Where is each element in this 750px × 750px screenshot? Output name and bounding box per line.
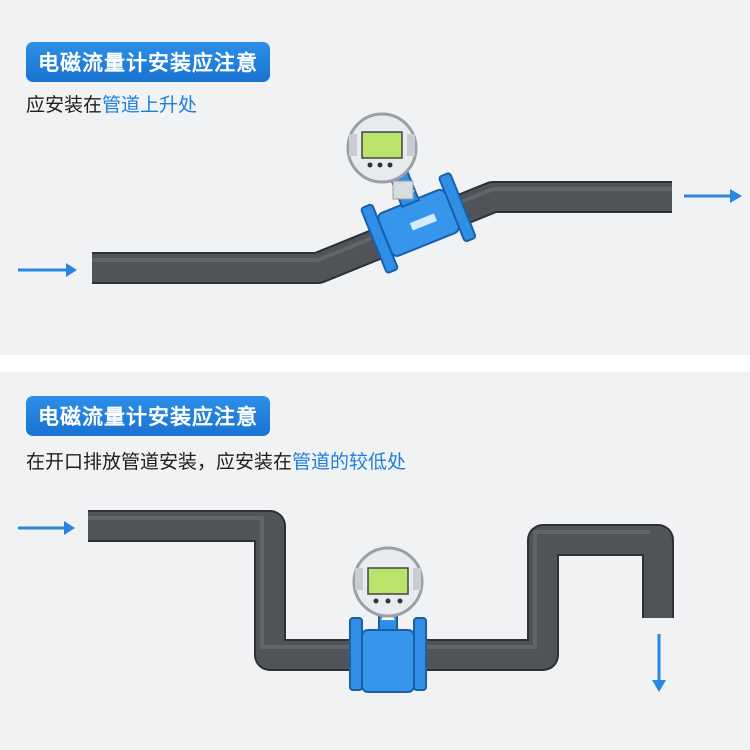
- caption-plain: 应安装在: [26, 94, 103, 116]
- flow-arrow-icon: [18, 521, 75, 535]
- flow-arrow-icon: [684, 189, 742, 203]
- transmitter-head: [346, 112, 418, 200]
- low-point-pipe-diagram: [18, 510, 674, 693]
- panel-bottom-tag: 电磁流量计安装应注意: [26, 396, 270, 436]
- flowmeter-icon: [349, 597, 427, 693]
- panel-bottom-caption: 在开口排放管道安装，应安装在管道的较低处: [26, 447, 406, 474]
- caption-plain: 在开口排放管道安装，应安装在: [26, 451, 293, 473]
- transmitter-head: [352, 546, 424, 618]
- panel-bottom: 电磁流量计安装应注意 在开口排放管道安装，应安装在管道的较低处: [0, 372, 750, 750]
- panel-top-caption: 应安装在管道上升处: [26, 90, 197, 117]
- panel-top-tag: 电磁流量计安装应注意: [26, 42, 270, 82]
- flow-arrow-icon: [652, 634, 666, 692]
- caption-highlight: 管道上升处: [102, 94, 198, 116]
- panel-top: 电磁流量计安装应注意 应安装在管道上升处: [0, 0, 750, 355]
- rising-pipe-diagram: [18, 112, 742, 284]
- flow-arrow-icon: [18, 263, 77, 277]
- caption-highlight: 管道的较低处: [292, 451, 407, 473]
